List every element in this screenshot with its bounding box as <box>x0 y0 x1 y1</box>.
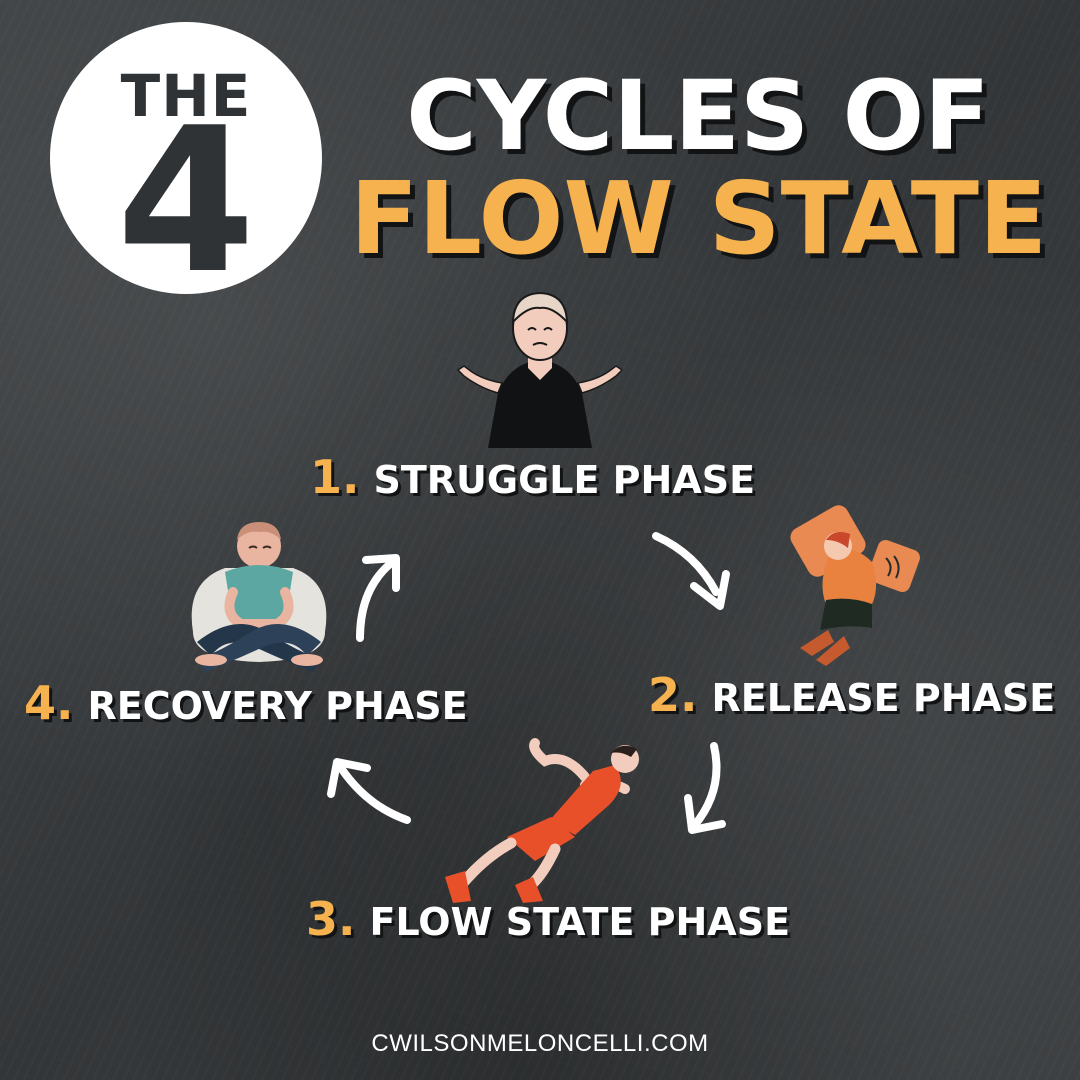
phase-3-number: 3. <box>306 892 356 946</box>
phase-2-text: RELEASE PHASE <box>711 676 1056 720</box>
phase-3-label: 3. FLOW STATE PHASE <box>306 892 790 946</box>
sprinting-runner-icon <box>445 738 639 903</box>
phase-2-label: 2. RELEASE PHASE <box>648 668 1055 722</box>
curved-arrow-icon <box>327 758 411 824</box>
title-line-1: CYCLES OF <box>406 60 990 172</box>
curved-arrow-icon <box>684 742 726 834</box>
meditating-person-icon <box>191 522 327 672</box>
curved-arrow-icon <box>356 554 400 642</box>
title-line-2: FLOW STATE <box>350 160 1048 277</box>
website-url: CWILSONMELONCELLI.COM <box>371 1030 709 1057</box>
number-badge: THE 4 <box>50 22 322 302</box>
shrugging-person-icon <box>456 291 624 448</box>
badge-number: 4 <box>116 85 256 318</box>
phase-3-text: FLOW STATE PHASE <box>369 900 791 944</box>
phase-4-text: RECOVERY PHASE <box>87 684 468 728</box>
phase-4-label: 4. RECOVERY PHASE <box>24 676 468 730</box>
badge-the-text: THE <box>120 62 252 130</box>
curved-arrow-icon <box>652 532 730 610</box>
curled-up-person-with-pillow-icon <box>790 505 920 666</box>
phase-1-label: 1. STRUGGLE PHASE <box>310 450 755 504</box>
phase-2-number: 2. <box>648 668 698 722</box>
phase-4-number: 4. <box>24 676 74 730</box>
phase-1-text: STRUGGLE PHASE <box>373 458 756 502</box>
phase-1-number: 1. <box>310 450 360 504</box>
